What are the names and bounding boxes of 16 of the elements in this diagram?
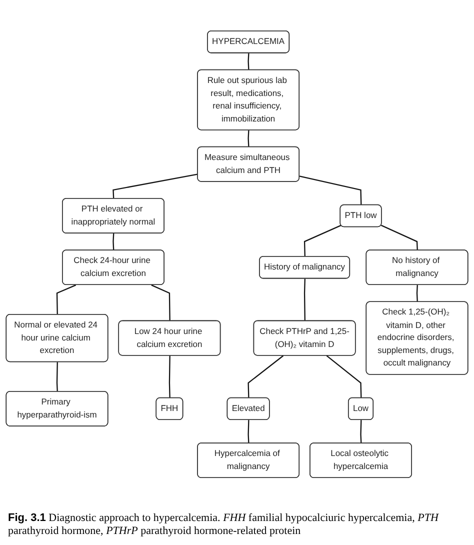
connector [112, 174, 198, 199]
connector [304, 224, 342, 257]
connector [299, 176, 362, 206]
connector [56, 362, 58, 392]
connector [168, 356, 170, 398]
connector [112, 233, 114, 250]
connector [360, 420, 362, 444]
connector [416, 285, 418, 302]
connector [248, 355, 284, 398]
connector [304, 278, 306, 322]
connector [326, 355, 362, 398]
connector [248, 130, 250, 148]
connector [248, 53, 250, 70]
connector [248, 420, 250, 444]
connector [380, 224, 418, 250]
figure-caption: Fig. 3.1 Diagnostic approach to hypercalcemia. FHH familial hypocalciuric hypercalcemia, PTH parathyroid hormone, PTHrP parathyroid hormone-related protein [7, 510, 440, 540]
